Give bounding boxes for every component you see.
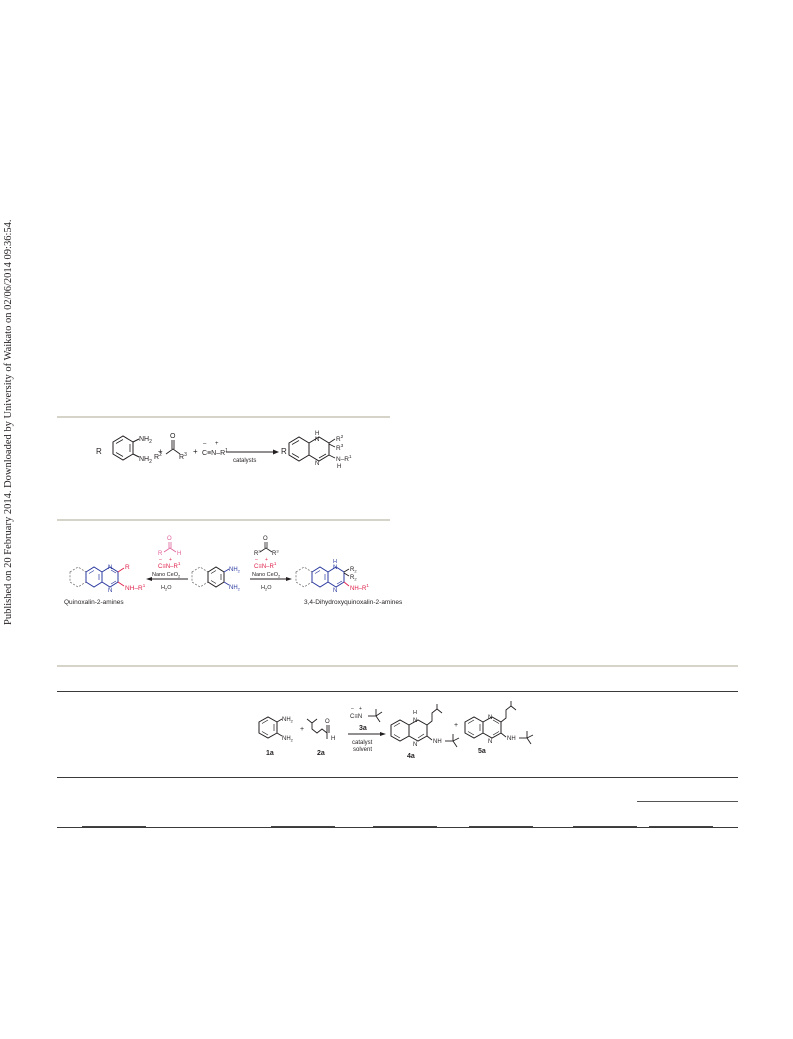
- table-column-head-rule: [57, 777, 738, 778]
- svg-text:N: N: [488, 715, 492, 721]
- table-col-segment-4: [469, 826, 533, 827]
- svg-text:N: N: [108, 565, 112, 571]
- svg-text:H: H: [177, 551, 181, 557]
- svg-text:N: N: [315, 437, 319, 443]
- svg-text:R: R: [158, 551, 163, 557]
- svg-text:R2: R2: [336, 434, 344, 443]
- svg-text:O: O: [263, 536, 268, 542]
- compound-label-3a: 3a: [359, 725, 367, 732]
- svg-text:H: H: [333, 559, 337, 565]
- svg-text:N: N: [488, 739, 492, 745]
- scheme2-right-caption: 3,4-Dihydroxyquinoxalin-2-amines: [304, 599, 403, 606]
- svg-text:N: N: [413, 742, 417, 748]
- svg-text:N: N: [333, 565, 337, 571]
- svg-text:–: –: [255, 557, 258, 563]
- svg-text:NH2: NH2: [229, 585, 241, 592]
- svg-text:NH: NH: [433, 739, 442, 745]
- compound-label-1a: 1a: [266, 750, 274, 757]
- table-col-segment-2: [271, 826, 335, 827]
- scheme3-reaction: NH2 NH2 1a + O H 2a – + C≡N 3a catalyst …: [255, 701, 545, 771]
- svg-text:R2: R2: [254, 549, 261, 558]
- svg-text:R2: R2: [350, 567, 357, 574]
- scheme2-reaction-svg: N N R NH–R1 Quinoxalin-2-amines O R H – …: [64, 536, 403, 606]
- svg-text:C≡N–R1: C≡N–R1: [158, 561, 181, 570]
- table-col-segment-1: [82, 826, 146, 827]
- scheme2-reaction: N N R NH–R1 Quinoxalin-2-amines O R H – …: [60, 532, 403, 612]
- svg-text:R2: R2: [350, 575, 357, 582]
- svg-text:NH2: NH2: [229, 567, 241, 574]
- svg-text:+: +: [359, 706, 362, 712]
- svg-text:R2: R2: [154, 452, 162, 461]
- scheme2-top-rule: [57, 519, 390, 521]
- svg-text:H2O: H2O: [261, 585, 272, 592]
- svg-text:R: R: [281, 447, 287, 456]
- scheme1-isocyanide: C≡N–R1: [202, 448, 228, 457]
- svg-text:H: H: [331, 736, 335, 742]
- publication-side-note-text: Published on 20 February 2014. Downloade…: [3, 219, 14, 625]
- svg-text:R3: R3: [179, 452, 187, 461]
- publication-side-note: Published on 20 February 2014. Downloade…: [3, 215, 19, 625]
- svg-text:+: +: [169, 557, 172, 563]
- compound-label-5a: 5a: [478, 748, 486, 755]
- table-col-segment-5: [573, 826, 637, 827]
- svg-text:H2O: H2O: [161, 585, 172, 592]
- svg-text:+: +: [454, 722, 458, 729]
- svg-text:+: +: [300, 726, 304, 733]
- scheme3-arrow-solvent: solvent: [353, 747, 372, 753]
- svg-text:Nano CeO2: Nano CeO2: [252, 572, 281, 579]
- scheme1-arrow-label: catalysts: [233, 458, 256, 464]
- scheme1-reaction-svg: R NH2 NH2 + O R2 R3 + – + C≡N–R1 catalys…: [96, 431, 352, 470]
- scheme1-plus-2: +: [193, 447, 198, 456]
- svg-text:N: N: [315, 461, 319, 467]
- svg-text:N: N: [413, 718, 417, 724]
- scheme1-top-rule: [57, 416, 390, 418]
- svg-text:R: R: [125, 564, 130, 571]
- svg-text:O: O: [325, 719, 330, 725]
- svg-text:NH–R1: NH–R1: [125, 583, 146, 592]
- table-span-rule: [637, 801, 738, 802]
- svg-text:NH2: NH2: [282, 717, 294, 724]
- table-col-segment-6: [649, 826, 713, 827]
- svg-text:NH2: NH2: [139, 456, 152, 465]
- svg-text:R3: R3: [336, 443, 344, 452]
- svg-text:–: –: [159, 557, 162, 563]
- svg-text:H: H: [315, 431, 319, 437]
- svg-text:N: N: [108, 588, 112, 594]
- scheme3-reaction-svg: NH2 NH2 1a + O H 2a – + C≡N 3a catalyst …: [258, 701, 534, 760]
- scheme1-substituent-r: R: [96, 447, 102, 456]
- scheme2-left-caption: Quinoxalin-2-amines: [64, 599, 124, 606]
- scheme1-reaction: R NH2 NH2 + O R2 R3 + – + C≡N–R1 catalys…: [95, 430, 395, 476]
- svg-text:–: –: [351, 706, 354, 712]
- svg-text:NH2: NH2: [139, 436, 152, 445]
- table-header-rule: [57, 691, 738, 692]
- svg-text:NH2: NH2: [282, 736, 294, 743]
- svg-text:H: H: [413, 710, 417, 716]
- compound-label-2a: 2a: [317, 750, 325, 757]
- svg-text:+: +: [265, 557, 268, 563]
- svg-text:NH: NH: [507, 736, 516, 742]
- svg-text:N: N: [333, 588, 337, 594]
- svg-text:C≡N–R1: C≡N–R1: [254, 561, 277, 570]
- scheme3-2a-chain: [306, 718, 328, 739]
- svg-text:O: O: [170, 433, 176, 440]
- svg-text:O: O: [167, 536, 172, 542]
- svg-text:R3: R3: [272, 549, 279, 558]
- scheme3-arrow-catalyst: catalyst: [352, 740, 373, 746]
- svg-text:–: –: [203, 441, 207, 447]
- scheme1-plus-1: +: [158, 447, 163, 456]
- svg-text:C≡N: C≡N: [350, 714, 362, 720]
- svg-text:N–R1: N–R1: [336, 454, 352, 463]
- svg-text:+: +: [215, 441, 219, 447]
- table-subhead-rule: [57, 827, 738, 828]
- svg-text:Nano CeO2: Nano CeO2: [152, 572, 181, 579]
- table-col-segment-3: [373, 826, 437, 827]
- svg-text:NH–R1: NH–R1: [350, 583, 369, 592]
- table-top-rule: [57, 665, 738, 667]
- svg-text:H: H: [337, 464, 341, 470]
- compound-label-4a: 4a: [407, 753, 415, 760]
